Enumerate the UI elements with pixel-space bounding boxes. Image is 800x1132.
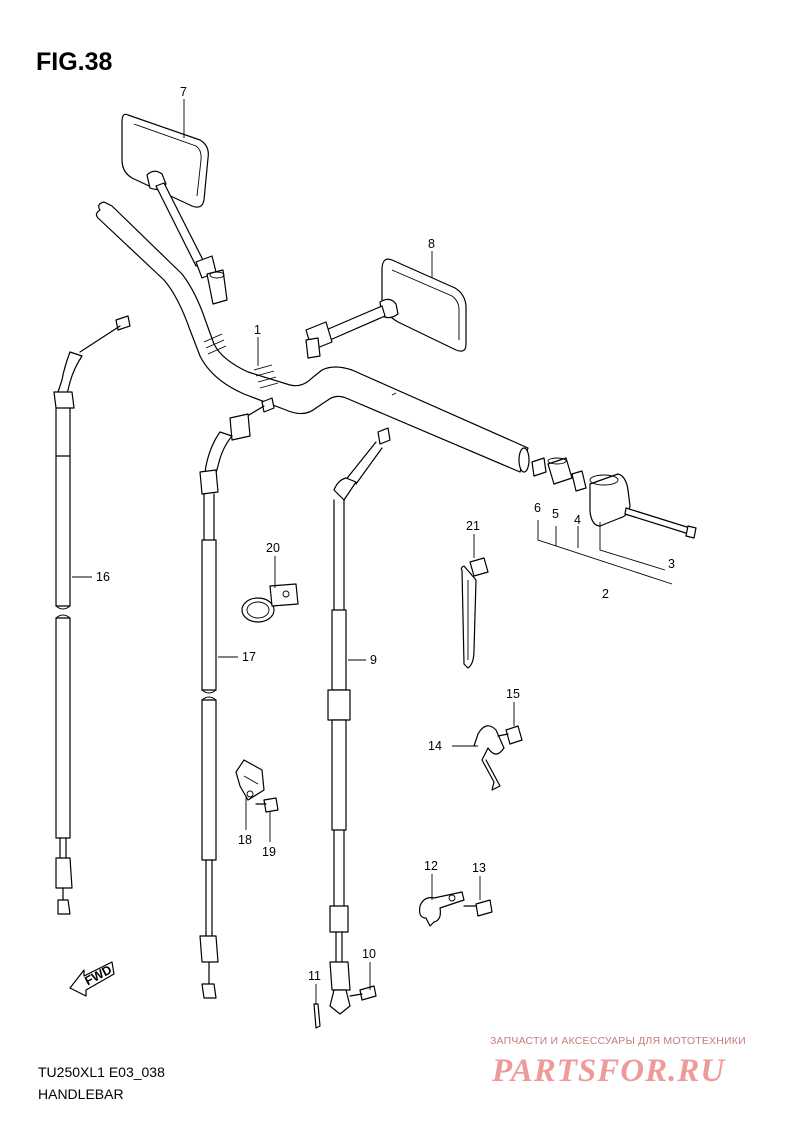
callout-16: 16 [96, 570, 110, 584]
callout-4: 4 [574, 513, 581, 527]
part-5-spacer[interactable] [547, 457, 573, 485]
callout-19: 19 [262, 845, 276, 859]
callout-6: 6 [534, 501, 541, 515]
callout-18: 18 [238, 833, 252, 847]
figure-title: FIG.38 [36, 48, 113, 76]
part-10-screw[interactable] [349, 985, 377, 1001]
callout-20: 20 [266, 541, 280, 555]
group-bracket-2-6 [537, 520, 673, 585]
part-14-wire-clip[interactable] [473, 725, 505, 791]
callout-11: 11 [308, 969, 321, 983]
part-15-bolt[interactable] [497, 725, 523, 745]
part-16-cable[interactable] [53, 315, 131, 915]
callout-1: 1 [254, 323, 261, 337]
callout-14: 14 [428, 739, 442, 753]
part-3-screw[interactable] [624, 507, 697, 539]
part-4-nut[interactable] [571, 470, 587, 492]
watermark-text: ЗАПЧАСТИ И АКСЕССУАРЫ ДЛЯ МОТОТЕХНИКИ [490, 1035, 746, 1047]
watermark-logo: PARTSFOR.RU [492, 1053, 726, 1089]
part-8-right-mirror[interactable] [305, 258, 467, 359]
part-9-cable[interactable] [327, 427, 391, 1015]
part-12-clamp[interactable] [419, 891, 465, 927]
fwd-label: FWD [82, 963, 114, 989]
part-1-handlebar[interactable] [95, 201, 530, 473]
part-21-cable-tie[interactable] [460, 557, 489, 669]
part-7-left-mirror[interactable] [121, 113, 228, 305]
callout-9: 9 [370, 653, 377, 667]
callout-13: 13 [472, 861, 486, 875]
part-19-bolt[interactable] [255, 797, 279, 813]
callout-2: 2 [602, 587, 609, 601]
part-18-clamp[interactable] [235, 759, 265, 801]
callout-21: 21 [466, 519, 480, 533]
callout-8: 8 [428, 237, 435, 251]
part-6-nut[interactable] [531, 457, 547, 477]
callout-15: 15 [506, 687, 520, 701]
leader-2-3 [599, 522, 666, 571]
part-20-clamp[interactable] [241, 583, 299, 623]
figure-name: HANDLEBAR [38, 1086, 124, 1102]
part-13-bolt[interactable] [463, 899, 493, 917]
part-11-pin[interactable] [313, 1003, 321, 1029]
part-17-cable[interactable] [199, 397, 275, 999]
fwd-arrow-icon: FWD [69, 961, 115, 997]
figure-code: TU250XL1 E03_038 [38, 1064, 165, 1080]
callout-7: 7 [180, 85, 187, 99]
callout-5: 5 [552, 507, 559, 521]
callout-3: 3 [668, 557, 675, 571]
part-2-balancer-weight[interactable] [589, 473, 631, 527]
callout-12: 12 [424, 859, 438, 873]
callout-10: 10 [362, 947, 376, 961]
callout-17: 17 [242, 650, 256, 664]
